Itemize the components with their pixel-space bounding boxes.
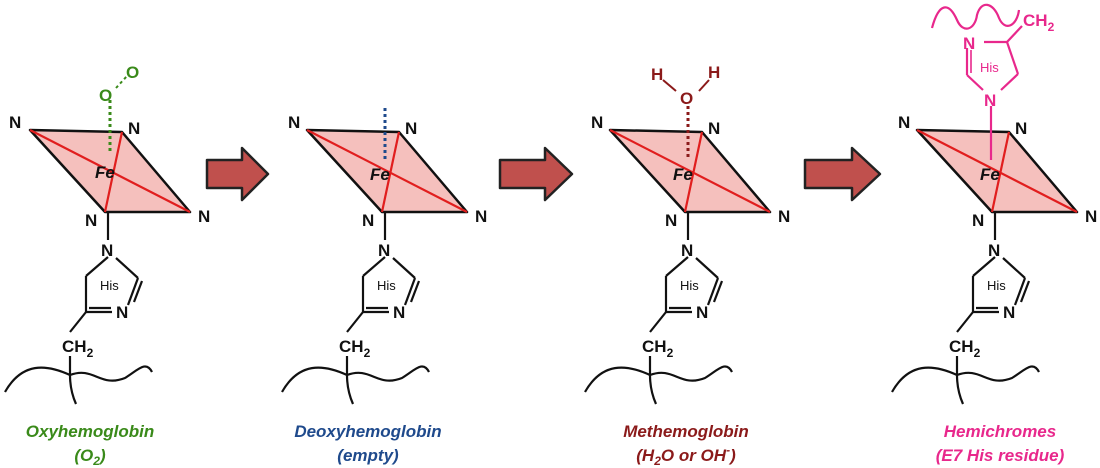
arrow-right-icon [803, 146, 882, 202]
n-atom: N [708, 119, 720, 138]
his-label: His [680, 278, 699, 293]
panel-methemoglobin: N N N N Fe N N His CH2 O H H [583, 63, 790, 406]
his-n-atom: N [378, 241, 390, 260]
arrow-right-icon [205, 146, 270, 202]
distal-histidine: N N His CH2 [930, 3, 1055, 160]
oxygen-atom: O [126, 63, 139, 82]
caption-methemoglobin-ligand: (H2O or OH-) [636, 443, 736, 468]
n-atom: N [591, 113, 603, 132]
his-n-atom: N [681, 241, 693, 260]
caption-methemoglobin: Methemoglobin [623, 422, 749, 441]
n-atom: N [665, 211, 677, 230]
his-n-atom: N [101, 241, 113, 260]
panel-deoxyhemoglobin: N N N N Fe N N His CH2 [280, 108, 487, 406]
panel-oxyhemoglobin: N N N N Fe N N His CH2 O O [3, 63, 210, 406]
o-h-bond [662, 79, 677, 92]
hydrogen-atom: H [651, 65, 663, 84]
distal-his-label: His [980, 60, 999, 75]
n-atom: N [85, 211, 97, 230]
caption-oxyhemoglobin-ligand: (O2) [74, 446, 106, 468]
caption-oxyhemoglobin: Oxyhemoglobin [26, 422, 154, 441]
distal-ch2-label: CH2 [1023, 11, 1055, 34]
distal-his-n-atom: N [963, 34, 975, 53]
iron-atom: Fe [95, 163, 115, 182]
caption-deoxyhemoglobin: Deoxyhemoglobin [294, 422, 441, 441]
ch2-label: CH2 [949, 337, 981, 360]
oxygen-atom: O [680, 89, 693, 108]
hydrogen-atom: H [708, 63, 720, 82]
iron-atom: Fe [673, 165, 693, 184]
o-o-bond [115, 75, 128, 89]
n-atom: N [362, 211, 374, 230]
his-n-atom: N [1003, 303, 1015, 322]
n-atom: N [972, 211, 984, 230]
n-atom: N [778, 207, 790, 226]
ch2-label: CH2 [339, 337, 371, 360]
captions: Oxyhemoglobin (O2) Deoxyhemoglobin (empt… [26, 422, 1065, 468]
n-atom: N [1085, 207, 1097, 226]
n-atom: N [1015, 119, 1027, 138]
iron-atom: Fe [980, 165, 1000, 184]
n-atom: N [475, 207, 487, 226]
his-label: His [377, 278, 396, 293]
his-label: His [100, 278, 119, 293]
oxygen-atom: O [99, 86, 112, 105]
arrow-right-icon [498, 146, 574, 202]
distal-his-n-atom: N [984, 91, 996, 110]
ch2-label: CH2 [62, 337, 94, 360]
o-h-bond [698, 79, 710, 92]
transition-arrows [205, 146, 882, 202]
n-atom: N [288, 113, 300, 132]
n-atom: N [198, 207, 210, 226]
ch2-label: CH2 [642, 337, 674, 360]
n-atom: N [898, 113, 910, 132]
n-atom: N [405, 119, 417, 138]
caption-hemichromes-ligand: (E7 His residue) [936, 446, 1065, 465]
his-n-atom: N [116, 303, 128, 322]
caption-deoxyhemoglobin-ligand: (empty) [337, 446, 399, 465]
n-atom: N [9, 113, 21, 132]
n-atom: N [128, 119, 140, 138]
his-n-atom: N [393, 303, 405, 322]
his-label: His [987, 278, 1006, 293]
caption-hemichromes: Hemichromes [944, 422, 1056, 441]
his-n-atom: N [696, 303, 708, 322]
his-n-atom: N [988, 241, 1000, 260]
iron-atom: Fe [370, 165, 390, 184]
panel-hemichromes: N N N N Fe N N His CH2 N N His CH2 [890, 3, 1097, 406]
